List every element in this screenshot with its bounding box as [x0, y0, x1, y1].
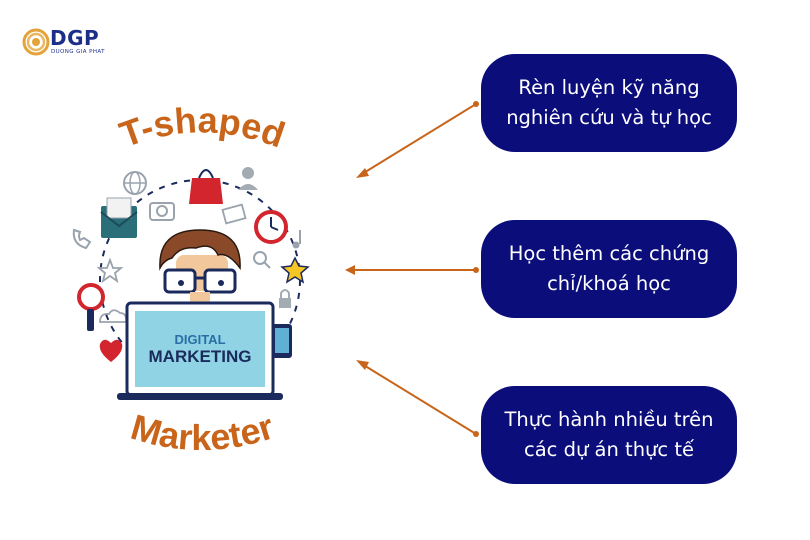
envelope-icon	[100, 197, 138, 238]
search-icon	[253, 251, 271, 269]
brand-logo	[18, 22, 168, 62]
arrow-to-step-3	[356, 360, 479, 437]
step-pill-1: Rèn luyện kỹ năng nghiên cứu và tự học	[481, 54, 737, 152]
mobile-icon	[272, 324, 292, 358]
step-2-line-1: Học thêm các chứng	[508, 242, 710, 265]
step-pill-2: Học thêm các chứng chỉ/khoá học	[481, 220, 737, 318]
step-3-line-2: các dự án thực tế	[524, 438, 694, 461]
clock-icon	[254, 210, 288, 244]
cloud-icon	[99, 309, 128, 323]
character	[159, 229, 241, 306]
title-bottom: Marketer	[127, 406, 279, 458]
heart-icon	[99, 339, 123, 362]
globe-icon	[123, 171, 147, 195]
phone-icon	[72, 228, 92, 250]
step-2-line-2: chỉ/khoá học	[547, 272, 671, 295]
lock-icon	[279, 289, 291, 308]
star-outline-icon	[96, 257, 124, 284]
step-3-line-1: Thực hành nhiều trên	[504, 408, 714, 431]
user-icon	[238, 167, 258, 190]
camera-icon	[149, 202, 175, 221]
mail-icon	[221, 203, 247, 225]
step-1-line-2: nghiên cứu và tự học	[506, 106, 712, 129]
laptop	[117, 301, 283, 400]
magnifier-icon	[77, 283, 105, 331]
laptop-line1: DIGITAL	[174, 332, 225, 347]
music-note-icon	[292, 230, 301, 249]
laptop-line2: MARKETING	[149, 347, 252, 366]
arrow-to-step-2	[345, 265, 479, 275]
star-icon	[280, 256, 310, 284]
brand-tagline: DUONG GIA PHAT	[51, 49, 105, 55]
title-top: T-shaped	[114, 99, 290, 155]
shopping-bag-icon	[189, 169, 223, 204]
logo-swirl-icon	[22, 28, 50, 56]
brand-name: DGP	[50, 26, 100, 50]
step-pill-3: Thực hành nhiều trên các dự án thực tế	[481, 386, 737, 484]
arrow-to-step-1	[356, 101, 479, 178]
step-1-line-1: Rèn luyện kỹ năng	[518, 76, 700, 99]
